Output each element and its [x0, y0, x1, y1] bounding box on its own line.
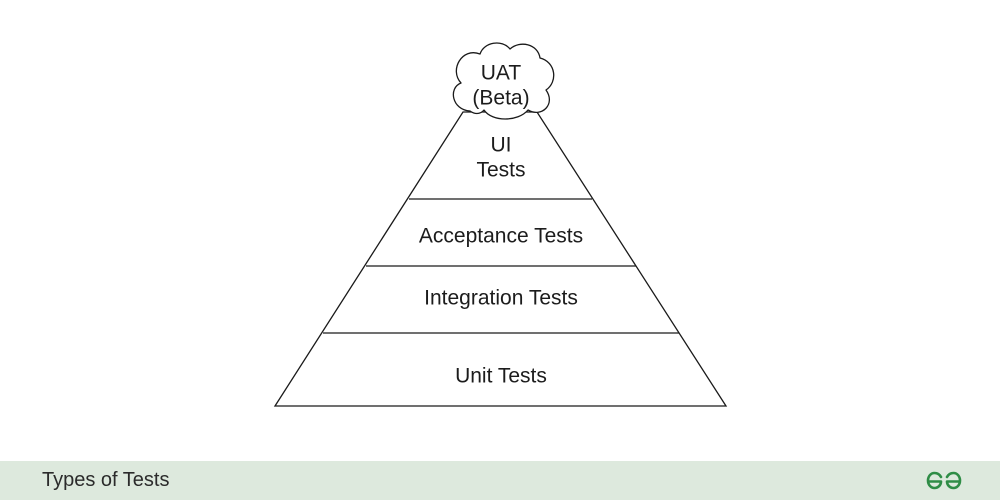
- uat-cloud: UAT (Beta): [452, 42, 555, 120]
- integration-tests-label: Integration Tests: [424, 287, 578, 310]
- uat-label-line1: UAT: [481, 62, 522, 85]
- footer-bar: Types of Tests: [0, 461, 1000, 500]
- cloud-shape: [452, 42, 555, 120]
- ui-tests-label-line2: Tests: [476, 159, 525, 182]
- footer-title: Types of Tests: [42, 469, 170, 491]
- uat-label-line2: (Beta): [472, 87, 529, 110]
- testing-pyramid-diagram: UAT (Beta) UI Tests Acceptance Tests Int…: [273, 42, 728, 407]
- ui-tests-label-line1: UI: [491, 134, 512, 157]
- unit-tests-label: Unit Tests: [455, 365, 547, 388]
- gfg-logo-icon[interactable]: [926, 471, 962, 491]
- acceptance-tests-label: Acceptance Tests: [419, 225, 583, 248]
